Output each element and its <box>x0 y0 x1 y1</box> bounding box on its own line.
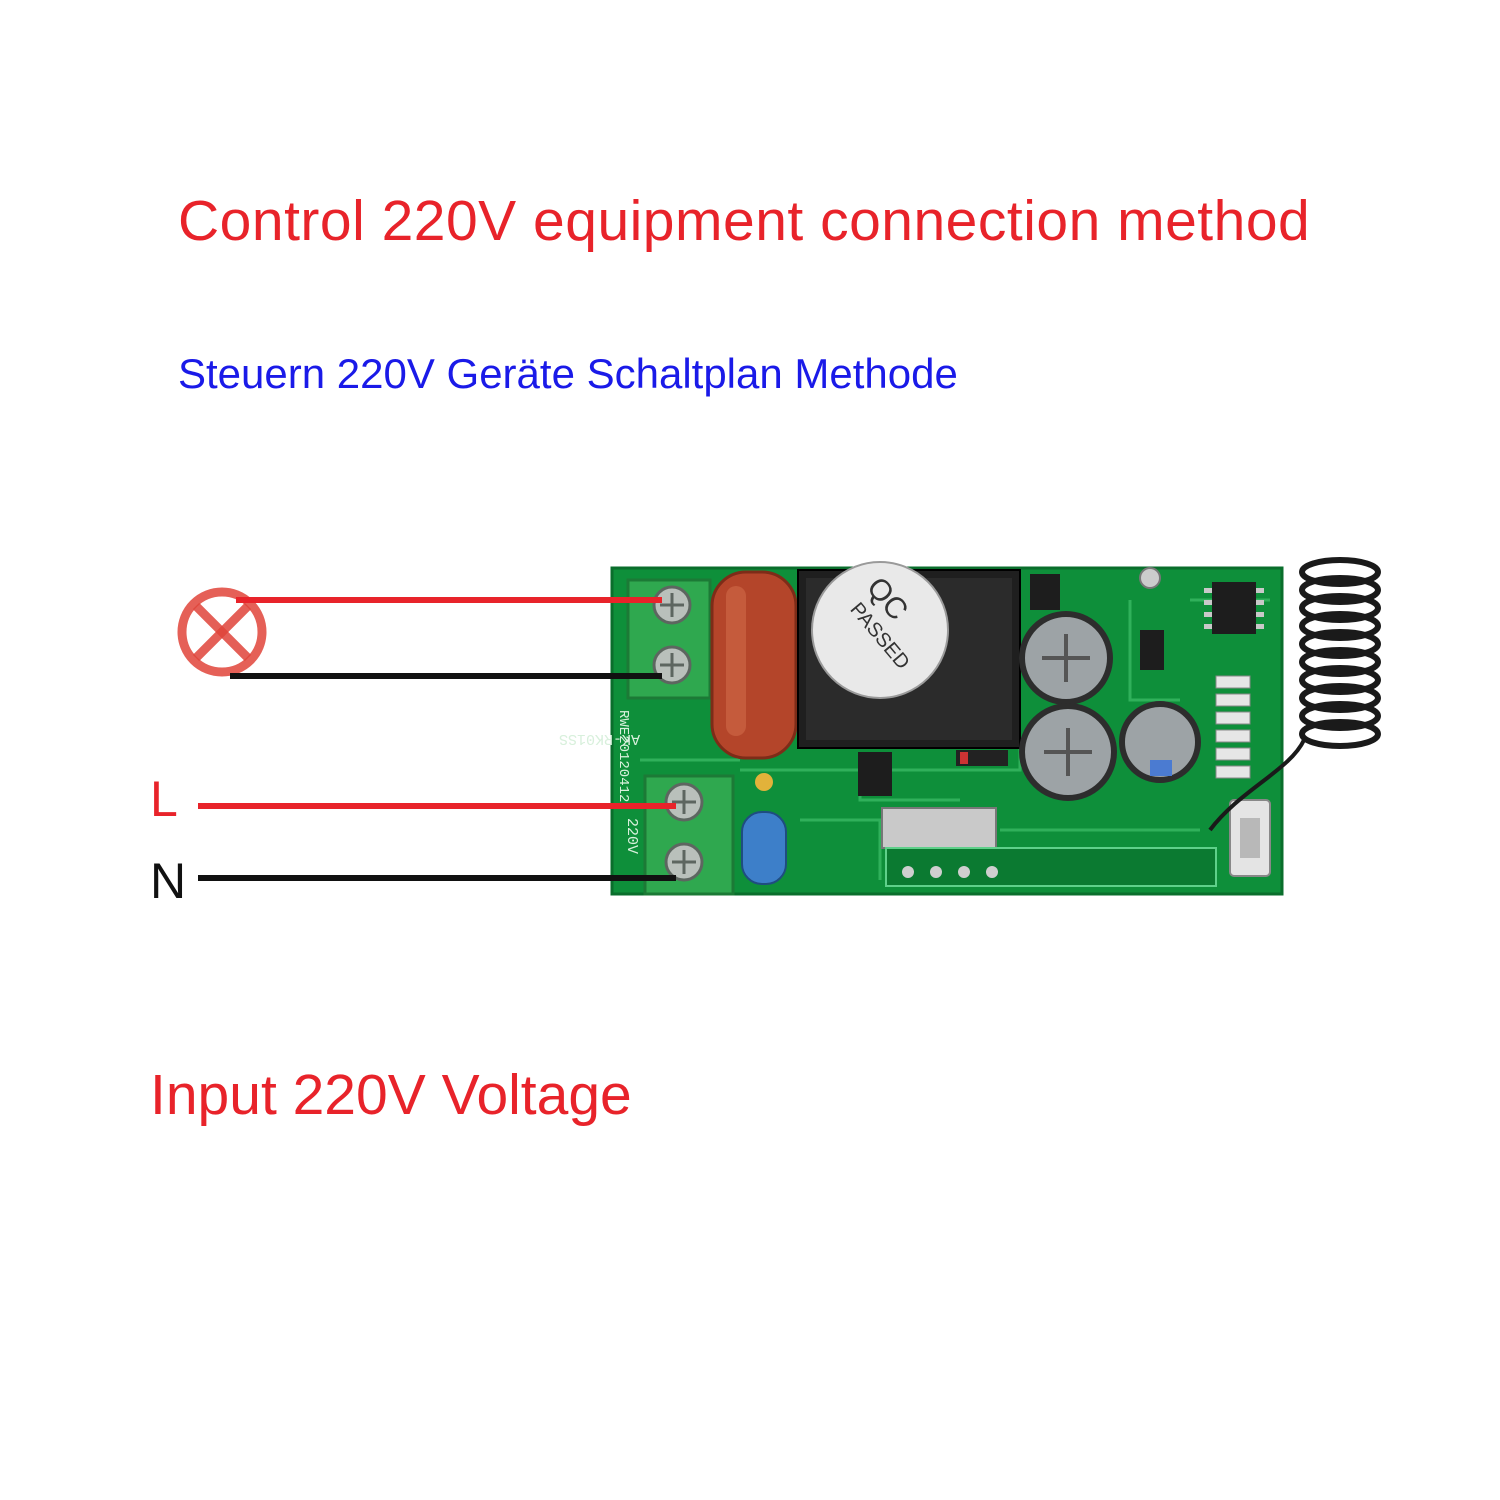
receiver-module: RWE20120412 AK-RK01SS 220V QC PASSED <box>559 561 1284 896</box>
led <box>1139 567 1161 589</box>
capacitor-large <box>1019 611 1113 705</box>
page-title: Control 220V equipment connection method <box>178 189 1311 253</box>
rf-module <box>885 847 1217 887</box>
label-neutral: N <box>150 853 187 909</box>
qc-sticker: QC PASSED <box>811 561 949 699</box>
transistor <box>1140 630 1164 670</box>
transistor <box>1030 574 1060 610</box>
antenna-coil <box>1208 557 1381 832</box>
capacitor-medium <box>1019 703 1117 801</box>
footer-caption: Input 220V Voltage <box>150 1063 632 1127</box>
ic-chip <box>1212 582 1256 634</box>
capacitor-small <box>1119 701 1201 783</box>
lamp-icon <box>177 587 267 677</box>
diode <box>956 750 1008 766</box>
page-subtitle: Steuern 220V Geräte Schaltplan Methode <box>178 350 958 397</box>
silkscreen-voltage: 220V <box>623 818 640 854</box>
transistor <box>858 752 892 796</box>
safety-capacitor <box>741 773 787 885</box>
silkscreen-model: AK-RK01SS <box>559 730 640 747</box>
crystal <box>881 807 997 849</box>
silkscreen-date: RWE20120412 <box>615 710 631 802</box>
x2-capacitor <box>710 570 798 760</box>
label-live: L <box>150 771 178 827</box>
